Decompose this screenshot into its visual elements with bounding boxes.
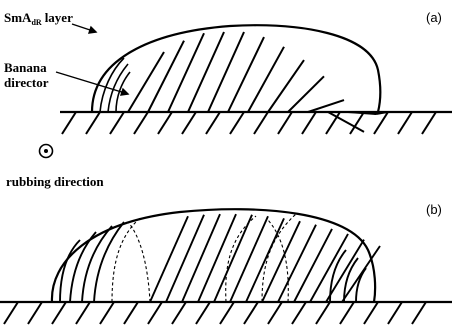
layer-line: [214, 215, 252, 302]
hatch-stroke: [134, 112, 148, 134]
hatch-stroke: [268, 302, 282, 324]
hatch-stroke: [196, 302, 210, 324]
hatch-stroke: [230, 112, 244, 134]
hatch-stroke: [316, 302, 330, 324]
layer-line: [294, 229, 332, 302]
layer-line: [262, 221, 300, 302]
layer-line: [248, 47, 284, 112]
layer-line: [128, 52, 164, 112]
hatch-stroke: [364, 302, 378, 324]
banana-director-label-line2: director: [4, 75, 49, 90]
layer-line: [188, 32, 224, 112]
hatch-stroke: [158, 112, 172, 134]
layer-line: [310, 234, 348, 302]
hatch-stroke: [148, 302, 162, 324]
hatch-stroke: [422, 112, 436, 134]
layer-line: [228, 37, 264, 112]
layer-line: [208, 32, 244, 112]
layer-line: [288, 76, 324, 112]
layer-line: [166, 215, 204, 302]
hatch-stroke: [182, 112, 196, 134]
banana-director-lines: [100, 58, 130, 112]
hatch-stroke: [172, 302, 186, 324]
layer-line: [150, 216, 188, 302]
hatch-stroke: [302, 112, 316, 134]
hatch-stroke: [292, 302, 306, 324]
smectic-layers-b: [60, 214, 380, 302]
hatch-stroke: [76, 302, 90, 324]
hatch-stroke: [110, 112, 124, 134]
layer-line: [308, 100, 344, 112]
rubbing-direction-label: rubbing direction: [6, 174, 104, 189]
layer-line: [168, 33, 204, 112]
banana-director-label-line1: Banana: [4, 60, 47, 75]
panel-b: (b): [0, 202, 452, 324]
hatch-stroke: [278, 112, 292, 134]
hatch-stroke: [244, 302, 258, 324]
substrate-hatching-b: [4, 302, 426, 324]
layer-line: [278, 225, 316, 302]
hatch-stroke: [86, 112, 100, 134]
label-arrows-a: [56, 24, 128, 95]
smectic-layers-a: [128, 32, 388, 132]
hatch-stroke: [388, 302, 402, 324]
hatch-stroke: [100, 302, 114, 324]
hatch-stroke: [4, 302, 18, 324]
layer-line: [182, 214, 220, 302]
hatch-stroke: [28, 302, 42, 324]
layer-line: [148, 41, 184, 112]
hatch-stroke: [206, 112, 220, 134]
hatch-stroke: [52, 302, 66, 324]
hatch-stroke: [62, 112, 76, 134]
hatch-stroke: [254, 112, 268, 134]
panel-label-b: (b): [426, 202, 442, 217]
hatch-stroke: [412, 302, 426, 324]
hatch-stroke: [220, 302, 234, 324]
hatch-stroke: [124, 302, 138, 324]
layer-line: [246, 218, 284, 302]
hatch-stroke: [374, 112, 388, 134]
substrate-hatching-a: [62, 112, 436, 134]
droplet-outline-b: [52, 209, 375, 302]
hatch-stroke: [340, 302, 354, 324]
dot-in-circle-icon: [40, 145, 53, 158]
layer-line: [82, 226, 112, 302]
layer-line: [198, 214, 236, 302]
hatch-stroke: [398, 112, 412, 134]
panel-label-a: (a): [426, 10, 442, 25]
